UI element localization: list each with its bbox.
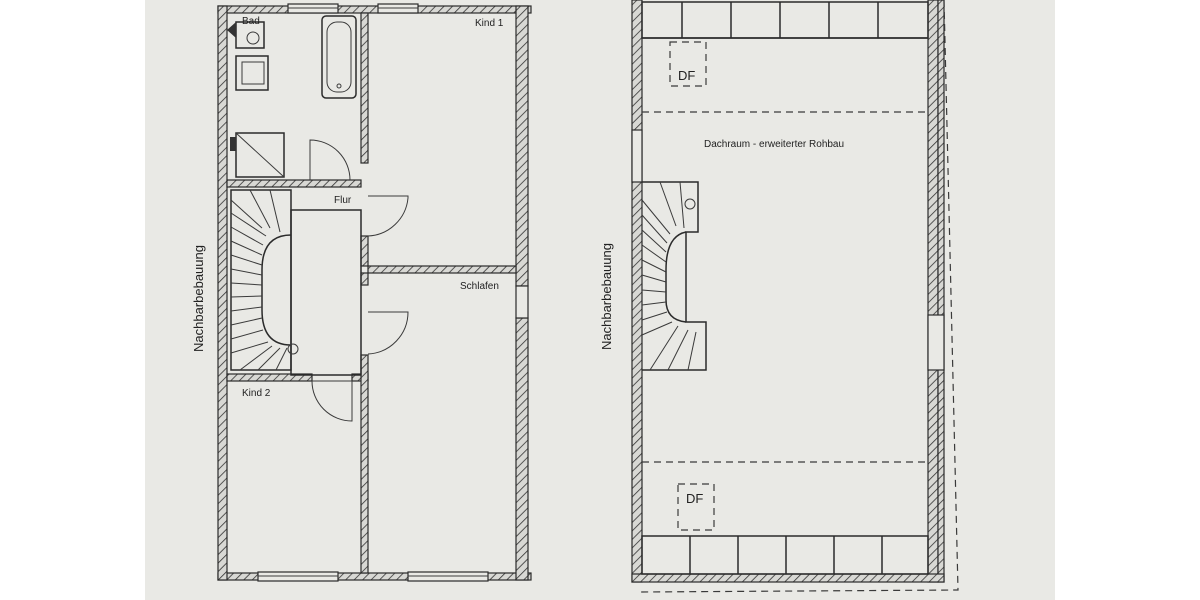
bathtub-drain [336, 83, 342, 89]
toilet-flush [227, 22, 236, 38]
room-label-dachraum: Dachraum - erweiterter Rohbau [704, 139, 844, 150]
wall-schlafen-a [360, 272, 369, 286]
right-east-wall-outer [937, 0, 945, 583]
room-label-kind2: Kind 2 [242, 388, 271, 399]
eaves-bottom-outline [641, 535, 929, 575]
sink-basin [241, 61, 265, 85]
left-top-wall [217, 5, 532, 14]
stair-well-curve [261, 234, 292, 346]
window-east-right [927, 314, 945, 371]
right-east-wall [927, 0, 939, 583]
paper [145, 0, 1055, 600]
sink-icon [235, 55, 269, 91]
stair-right-outline [642, 181, 707, 371]
eaves-bottom [641, 535, 929, 575]
df-label-top: DF [678, 68, 695, 83]
left-east-wall-upper [515, 5, 529, 287]
door-bad [309, 139, 351, 181]
wall-bad-bottom [226, 179, 362, 188]
door-kind2 [311, 380, 353, 422]
door-kind1 [367, 195, 409, 237]
stair-start-marker [287, 343, 299, 355]
staircase-left [230, 189, 362, 376]
roof-window-top [669, 41, 707, 87]
stair-landing [290, 209, 362, 376]
wall-kind2-top-a [226, 373, 313, 382]
left-east-wall-lower [515, 317, 529, 581]
roof-window-bottom [677, 483, 715, 531]
staircase-right [641, 181, 707, 371]
toilet-bowl [246, 31, 260, 45]
roof-edge-dashed [639, 0, 959, 593]
room-label-bad: Bad [242, 16, 260, 27]
wall-kind1-schlafen [367, 265, 517, 274]
shower-valve [230, 137, 236, 151]
stair-right-curve [665, 231, 687, 323]
room-label-kind1: Kind 1 [475, 18, 504, 29]
wall-flur-kind1 [360, 235, 369, 267]
room-label-schlafen: Schlafen [460, 281, 499, 292]
floor-plan-upper-floor: Bad Kind 1 Flur Schlafen Kind 2 Nachbarb… [191, 3, 532, 582]
wall-bad-kind1 [360, 12, 369, 164]
floor-plan-attic: DF DF Dachraum - erweiterter Rohbau [599, 0, 959, 593]
shower-icon [235, 132, 285, 178]
right-west-wall [631, 0, 643, 583]
room-label-flur: Flur [334, 195, 352, 206]
wall-kind2-schlafen [360, 354, 369, 574]
window-east [515, 285, 529, 319]
eaves-top [641, 1, 929, 39]
right-bottom-wall [631, 573, 945, 583]
opening-west-right [631, 129, 643, 183]
neighbor-label-left: Nachbarbebauung [191, 245, 206, 352]
stair-right-marker [684, 198, 696, 210]
df-label-bottom: DF [686, 491, 703, 506]
left-west-wall [217, 5, 228, 581]
neighbor-label-right: Nachbarbebauung [599, 243, 614, 350]
bathtub-inner [326, 21, 352, 93]
bathtub-icon [321, 15, 357, 99]
door-schlafen [367, 311, 409, 355]
